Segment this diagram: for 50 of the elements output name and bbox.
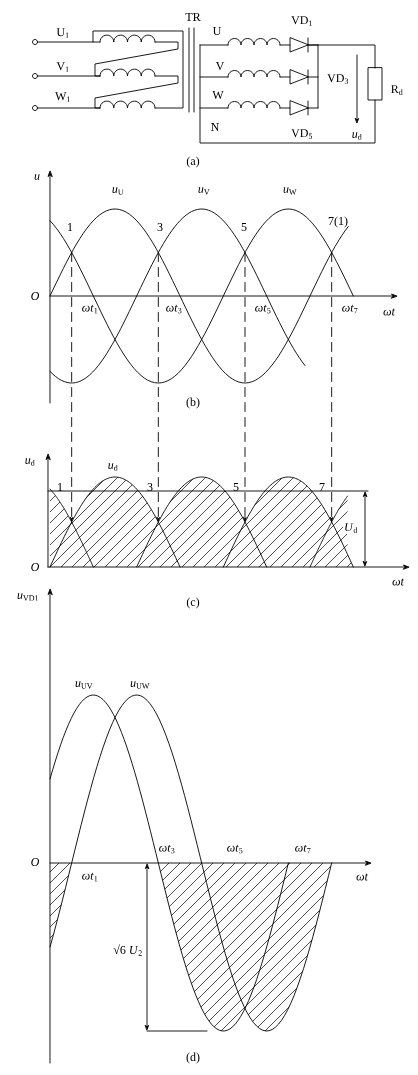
tick-label: ωt$_{7}$: [342, 304, 358, 314]
curve-label: u$_{W}$: [283, 187, 297, 195]
axis-label: u$_{d}$: [25, 458, 35, 466]
tick-label: ωt$_{1}$: [82, 872, 98, 882]
part-label: VD$_{1}$: [291, 16, 312, 26]
terminal-label: W$_{1}$: [55, 92, 70, 102]
tick-label: ωt$_{1}$: [82, 304, 98, 314]
tick-label: ωt$_{3}$: [159, 844, 175, 854]
curve-label: u$_{UW}$: [130, 681, 150, 689]
curve-label: u$_{U}$: [112, 187, 124, 195]
point-number: 3: [147, 482, 153, 492]
panel-caption: (b): [186, 397, 200, 409]
tick-label: ωt$_{3}$: [166, 304, 182, 314]
curve-label: u$_{V}$: [198, 187, 210, 195]
tick-label: ωt$_{5}$: [227, 844, 243, 854]
dimension-label: √6 U$_{2}$: [112, 943, 144, 957]
curve-label: u$_{UV}$: [75, 681, 93, 689]
origin-label: O: [31, 562, 40, 572]
axis-label: ωt: [356, 873, 369, 881]
terminal-label: W: [212, 91, 224, 100]
part-label: TR: [185, 13, 201, 21]
panel-caption: (d): [186, 1052, 200, 1064]
point-number: 5: [233, 483, 239, 491]
tick-label: ωt$_{5}$: [255, 304, 271, 314]
part-label: VD$_{3}$: [327, 74, 349, 84]
part-label: R$_{d}$: [391, 85, 403, 95]
tick-label: ωt$_{7}$: [295, 844, 311, 854]
terminal-label: V: [215, 62, 225, 71]
point-number: 1: [68, 223, 73, 231]
terminal-label: U: [212, 27, 222, 35]
panel-caption: (c): [186, 597, 200, 609]
voltage-label: u$_{d}$: [352, 132, 362, 140]
origin-label: O: [31, 857, 40, 867]
panel-caption: (a): [186, 156, 200, 168]
point-number: 1: [58, 483, 63, 491]
origin-label: O: [31, 291, 40, 301]
axis-label: u: [34, 174, 40, 180]
dimension-label: U$_{d}$: [343, 522, 359, 534]
axis-label: u$_{VD1}$: [17, 593, 39, 601]
point-number: 7(1): [328, 216, 348, 228]
axis-label: ωt: [383, 308, 396, 316]
point-number: 7: [319, 483, 325, 491]
curve-label: u$_{d}$: [108, 463, 118, 471]
point-number: 5: [241, 223, 247, 231]
part-label: VD$_{5}$: [291, 129, 313, 139]
terminal-label: U$_{1}$: [56, 28, 69, 38]
terminal-label: N: [211, 123, 220, 131]
axis-label: ωt: [392, 578, 405, 586]
point-number: 3: [157, 222, 163, 232]
terminal-label: V$_{1}$: [56, 62, 69, 72]
